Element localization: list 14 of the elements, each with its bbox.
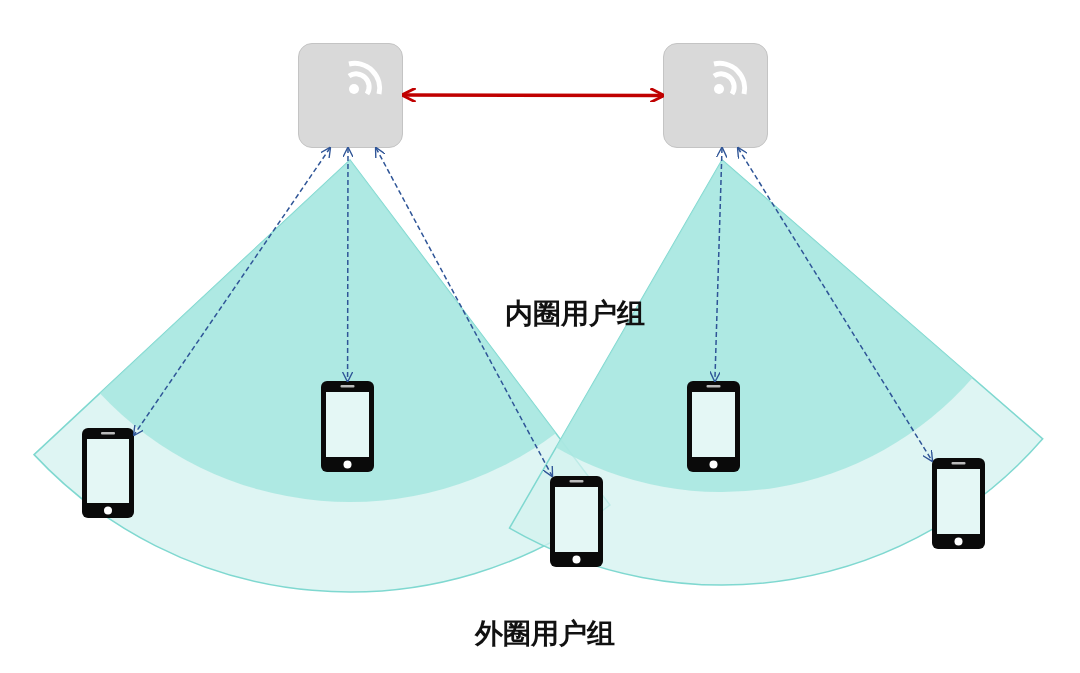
arrow [132, 146, 332, 437]
arrow [374, 146, 554, 478]
smartphone-icon [321, 381, 374, 472]
base-station-box [663, 43, 768, 148]
arrow [709, 146, 728, 383]
smartphone-icon [550, 476, 603, 567]
arrow [341, 146, 354, 383]
group-label: 内圈用户组 [505, 296, 645, 332]
base-station-box [298, 43, 403, 148]
smartphone-icon [932, 458, 985, 549]
smartphone-icon [687, 381, 740, 472]
smartphone-icon [82, 428, 134, 518]
group-label: 外圈用户组 [475, 616, 615, 652]
arrow [736, 146, 934, 463]
